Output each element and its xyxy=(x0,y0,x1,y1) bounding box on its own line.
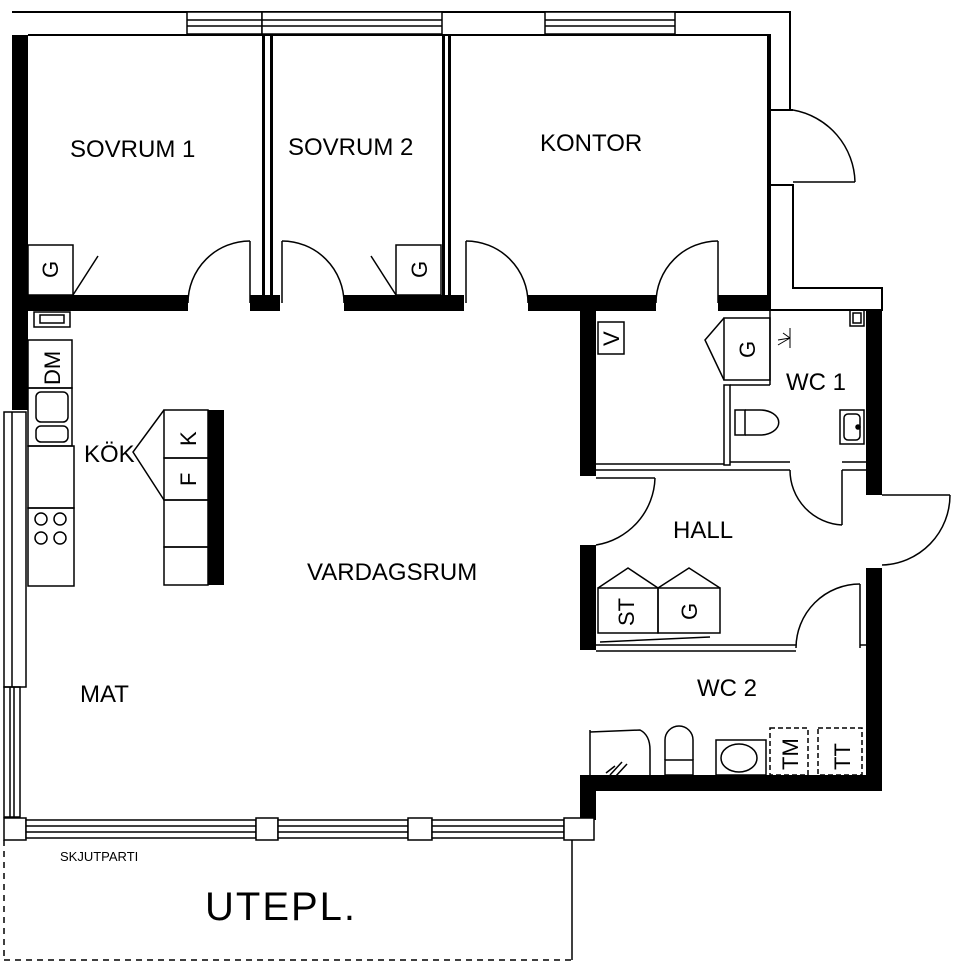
fixture-label-dm: DM xyxy=(40,351,65,385)
wc1-fixtures xyxy=(734,309,865,445)
fixture-label-g-sovrum1: G xyxy=(38,261,63,278)
room-label-sovrum2: SOVRUM 2 xyxy=(288,134,413,161)
wardrobes xyxy=(27,244,771,643)
light-icon xyxy=(777,328,791,348)
room-label-wc2: WC 2 xyxy=(697,675,757,702)
fixture-label-g-hall: G xyxy=(677,603,702,620)
room-label-utepl: UTEPL. xyxy=(205,885,357,929)
fixture-label-tt: TT xyxy=(830,743,855,770)
label-skjutparti: SKJUTPARTI xyxy=(60,849,138,864)
top-windows xyxy=(186,11,676,35)
fixture-label-tm: TM xyxy=(778,738,803,770)
room-label-wc1: WC 1 xyxy=(786,369,846,396)
thin-walls xyxy=(3,310,866,818)
room-label-vardagsrum: VARDAGSRUM xyxy=(307,559,477,586)
kitchen-fixtures xyxy=(27,311,209,587)
room-label-kontor: KONTOR xyxy=(540,130,642,157)
fixture-label-g-kontor: G xyxy=(735,341,760,358)
room-label-hall: HALL xyxy=(673,517,733,544)
thick-walls xyxy=(12,35,882,820)
room-label-kok: KÖK xyxy=(84,441,135,468)
bottom-window-wall xyxy=(3,817,595,841)
room-label-mat: MAT xyxy=(80,681,129,708)
room-label-sovrum1: SOVRUM 1 xyxy=(70,136,195,163)
fixture-label-f: F xyxy=(176,473,201,486)
fixture-label-k: K xyxy=(176,431,201,446)
fixture-label-v: V xyxy=(599,331,624,346)
fixture-label-st: ST xyxy=(614,598,639,626)
wc2-fixtures xyxy=(589,725,863,778)
terrace-outline xyxy=(3,840,573,961)
fixture-label-g-sovrum2: G xyxy=(407,261,432,278)
doors xyxy=(187,109,951,649)
